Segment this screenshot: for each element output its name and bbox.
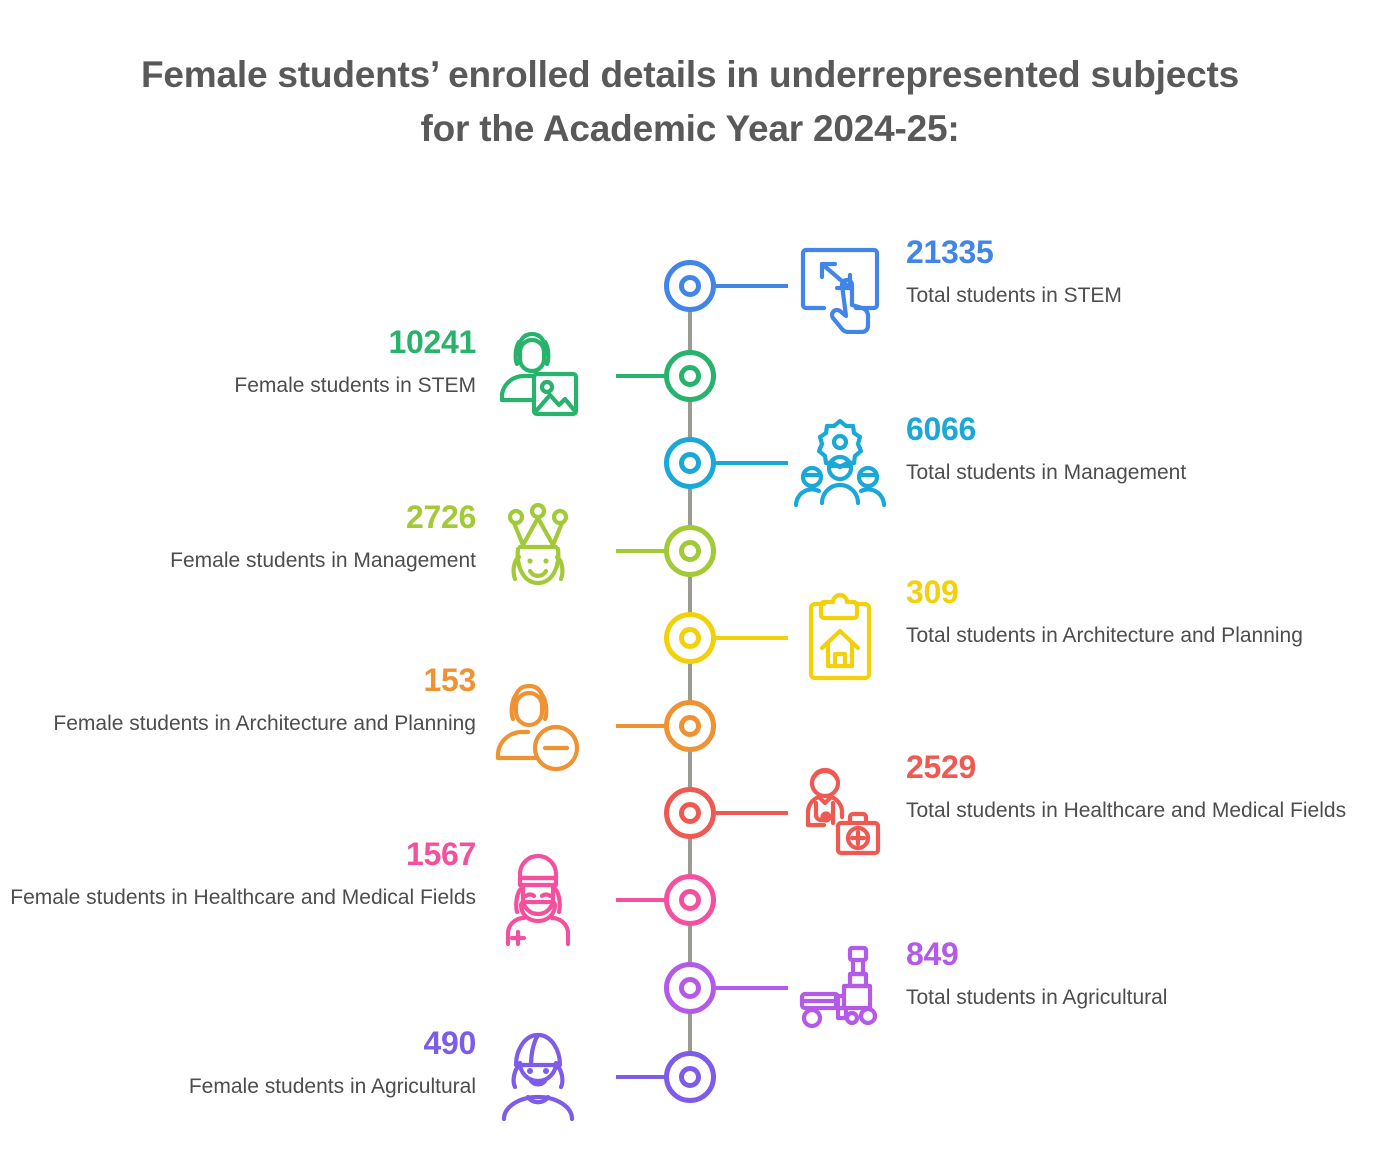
metric-value: 309 (906, 574, 959, 610)
metric-value: 21335 (906, 234, 994, 270)
metric-label: Female students in Agricultural (188, 1075, 476, 1098)
metric-label: Female students in Healthcare and Medica… (10, 886, 476, 909)
metric-label: Female students in Architecture and Plan… (53, 712, 476, 735)
metric-label: Total students in STEM (906, 284, 1122, 307)
metric-label: Total students in Healthcare and Medical… (906, 799, 1347, 822)
timeline-connector (716, 284, 788, 288)
timeline-marker-9[interactable] (664, 962, 716, 1014)
metric-label: Total students in Architecture and Plann… (906, 624, 1303, 647)
timeline-marker-7[interactable] (664, 787, 716, 839)
timeline-spine (688, 285, 692, 1080)
doctor-kit-icon (792, 765, 888, 861)
queen-crown-icon (490, 503, 586, 599)
nurse-icon (490, 852, 586, 948)
page-title: Female students’ enrolled details in und… (141, 54, 1239, 149)
metric-value: 153 (423, 662, 477, 698)
metric-value: 1567 (406, 836, 476, 872)
metric-label: Female students in STEM (234, 374, 476, 397)
clipboard-house-icon (792, 590, 888, 686)
timeline-marker-3[interactable] (664, 437, 716, 489)
timeline-connector (716, 636, 788, 640)
metric-value: 6066 (906, 411, 976, 447)
metric-value: 10241 (388, 324, 477, 360)
tractor-icon (792, 940, 888, 1036)
timeline-marker-10[interactable] (664, 1051, 716, 1103)
metric-label: Total students in Agricultural (906, 986, 1168, 1009)
timeline-marker-2[interactable] (664, 350, 716, 402)
screen-touch-icon (792, 238, 888, 334)
team-gear-icon (792, 415, 888, 511)
metric-label: Female students in Management (170, 549, 476, 572)
metric-value: 490 (423, 1025, 477, 1061)
timeline-connector (716, 811, 788, 815)
metric-value: 849 (906, 936, 959, 972)
metric-label: Total students in Management (906, 461, 1187, 484)
woman-minus-icon (490, 678, 586, 774)
timeline-connector (716, 986, 788, 990)
timeline-marker-4[interactable] (664, 525, 716, 577)
woman-photo-icon (490, 328, 586, 424)
farmer-girl-icon (490, 1029, 586, 1125)
metric-value: 2529 (906, 749, 976, 785)
timeline-marker-5[interactable] (664, 612, 716, 664)
timeline-connector (716, 461, 788, 465)
timeline-marker-8[interactable] (664, 874, 716, 926)
timeline-marker-6[interactable] (664, 700, 716, 752)
metric-value: 2726 (406, 499, 476, 535)
timeline-marker-1[interactable] (664, 260, 716, 312)
